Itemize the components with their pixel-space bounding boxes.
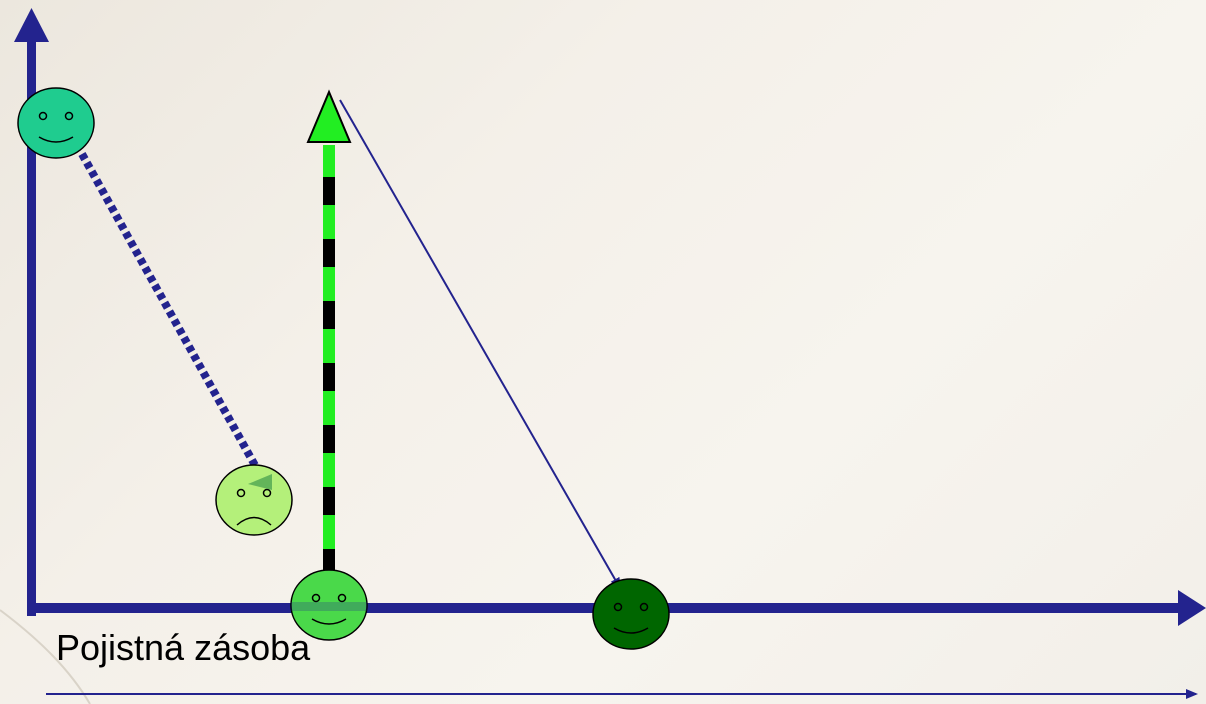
smiley-happy-icon	[592, 578, 670, 650]
background-swoosh	[0, 609, 91, 704]
y-axis	[14, 8, 49, 616]
dotted-decline-line	[78, 152, 266, 480]
reorder-arrow	[306, 89, 352, 585]
x-axis-label: Pojistná zásoba	[56, 627, 311, 668]
smiley-sad-icon	[215, 464, 293, 536]
smiley-happy-icon	[290, 569, 368, 641]
consumption-arrow	[339, 99, 621, 590]
smiley-happy-icon	[17, 87, 95, 159]
